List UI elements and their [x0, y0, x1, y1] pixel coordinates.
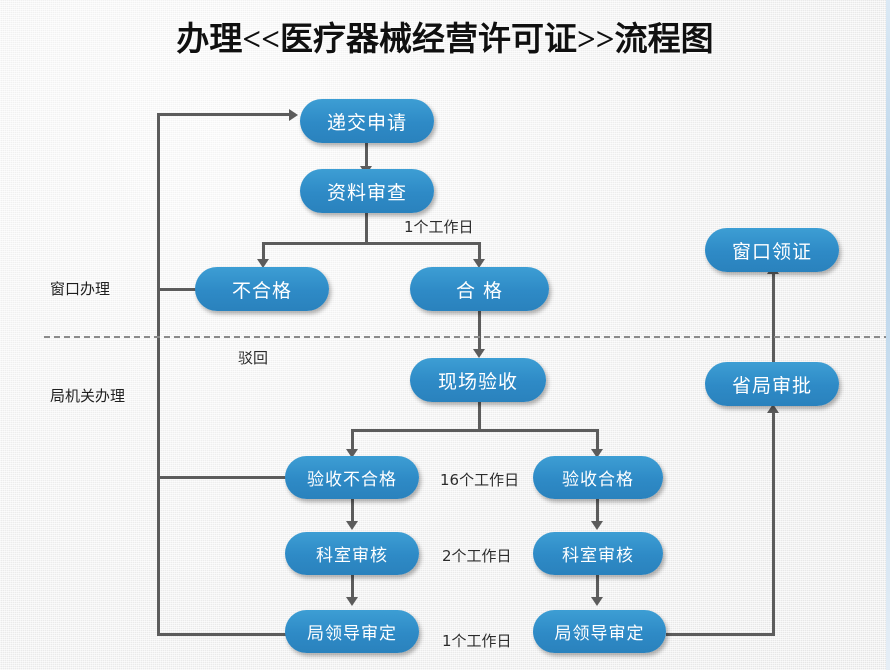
- arrow-pass-to-onsite: [473, 349, 485, 358]
- node-submit[interactable]: 递交申请: [300, 99, 434, 143]
- connector-split-bar-onsite: [351, 429, 599, 432]
- edge-label-day1-top: 1个工作日: [404, 216, 474, 237]
- connector-feedback-from-onsite-fail: [157, 476, 292, 479]
- arrow-dept-left-to-leader-left: [346, 597, 358, 606]
- connector-feedback-vertical: [157, 113, 160, 636]
- edge-label-day16-text: 16个工作日: [440, 471, 520, 489]
- connector-split-bar-top: [262, 242, 480, 245]
- edge-label-reject: 驳回: [238, 347, 268, 368]
- connector-dept-left-to-leader-left: [351, 575, 354, 599]
- node-onsite-pass[interactable]: 验收合格: [533, 456, 663, 499]
- node-collect[interactable]: 窗口领证: [705, 228, 839, 272]
- edge-label-day1-bottom-text: 1个工作日: [442, 632, 512, 650]
- edge-label-day1-bottom: 1个工作日: [442, 630, 512, 651]
- node-dept-review-right-label: 科室审核: [562, 546, 634, 566]
- node-provincial[interactable]: 省局审批: [705, 362, 839, 406]
- node-onsite-fail[interactable]: 验收不合格: [285, 456, 419, 499]
- node-dept-review-left-label: 科室审核: [316, 546, 388, 566]
- node-collect-label: 窗口领证: [731, 240, 812, 263]
- node-doc-review[interactable]: 资料审查: [300, 169, 434, 213]
- phase-label-bureau: 局机关办理: [50, 385, 125, 406]
- node-leader-left-label: 局领导审定: [307, 624, 397, 644]
- arrow-to-fail: [257, 259, 269, 268]
- node-leader-right[interactable]: 局领导审定: [533, 610, 666, 653]
- connector-onsite-fail-to-dept-left: [351, 499, 354, 523]
- node-dept-review-left[interactable]: 科室审核: [285, 532, 419, 575]
- connector-onsite-down: [478, 402, 481, 431]
- arrow-to-onsite-pass: [591, 449, 603, 458]
- arrow-riser-to-provincial: [767, 404, 779, 413]
- edge-label-day2: 2个工作日: [442, 545, 512, 566]
- node-pass[interactable]: 合 格: [410, 267, 549, 311]
- phase-label-bureau-text: 局机关办理: [50, 387, 126, 405]
- connector-to-fail: [262, 242, 265, 262]
- node-fail-label: 不合格: [231, 279, 292, 302]
- node-provincial-label: 省局审批: [731, 374, 812, 397]
- connector-doc-review-down: [365, 213, 368, 244]
- phase-divider-left: [44, 336, 890, 338]
- arrow-onsite-fail-to-dept-left: [346, 521, 358, 530]
- node-onsite-pass-label: 验收合格: [562, 470, 634, 490]
- page-title: 办理<<医疗器械经营许可证>>流程图: [176, 22, 714, 58]
- connector-feedback-from-fail: [157, 288, 212, 291]
- connector-feedback-top: [157, 113, 292, 116]
- arrow-dept-right-to-leader-right: [591, 597, 603, 606]
- connector-pass-to-onsite: [478, 310, 481, 352]
- connector-to-onsite-fail: [351, 429, 354, 451]
- node-dept-review-right[interactable]: 科室审核: [533, 532, 663, 575]
- right-edge-strip: [886, 0, 890, 670]
- arrow-feedback-to-submit: [289, 109, 298, 121]
- node-submit-label: 递交申请: [326, 111, 407, 134]
- edge-label-day2-text: 2个工作日: [442, 547, 512, 565]
- connector-feedback-from-leader-left: [157, 633, 292, 636]
- arrow-to-onsite-fail: [346, 449, 358, 458]
- connector-submit-to-doc-review: [365, 143, 368, 169]
- connector-leader-right-to-riser: [666, 633, 775, 636]
- connector-dept-right-to-leader-right: [596, 575, 599, 599]
- phase-label-window: 窗口办理: [50, 278, 110, 299]
- node-pass-label: 合 格: [455, 279, 504, 302]
- node-leader-right-label: 局领导审定: [554, 624, 645, 644]
- node-leader-left[interactable]: 局领导审定: [285, 610, 419, 653]
- node-doc-review-label: 资料审查: [326, 181, 407, 204]
- connector-provincial-to-collect: [772, 273, 775, 363]
- node-onsite[interactable]: 现场验收: [410, 358, 546, 402]
- connector-onsite-pass-to-dept-right: [596, 499, 599, 523]
- connector-riser-to-provincial: [772, 412, 775, 635]
- edge-label-reject-text: 驳回: [238, 349, 269, 367]
- arrow-to-pass: [473, 259, 485, 268]
- edge-label-day16: 16个工作日: [440, 469, 519, 490]
- node-onsite-fail-label: 验收不合格: [307, 470, 397, 490]
- arrow-onsite-pass-to-dept-right: [591, 521, 603, 530]
- connector-to-pass: [478, 242, 481, 262]
- edge-label-day1-top-text: 1个工作日: [404, 218, 474, 236]
- node-fail[interactable]: 不合格: [195, 267, 329, 311]
- node-onsite-label: 现场验收: [437, 370, 518, 393]
- connector-to-onsite-pass: [596, 429, 599, 451]
- phase-label-window-text: 窗口办理: [50, 280, 111, 298]
